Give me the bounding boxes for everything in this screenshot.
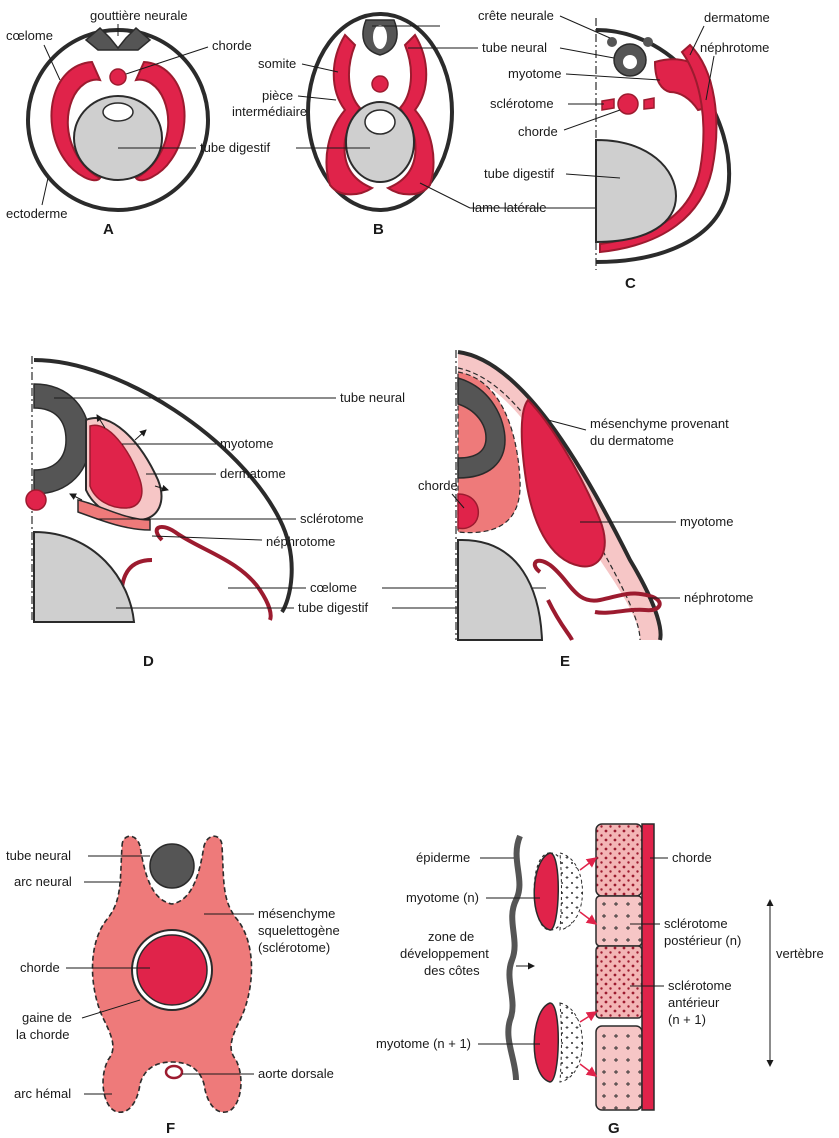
label-tube-digestif-d: tube digestif: [298, 600, 368, 615]
label-myotome-n: myotome (n): [406, 890, 479, 905]
label-vertebre: vertèbre: [776, 946, 824, 961]
panel-letter-e: E: [560, 653, 570, 670]
label-chorde-g: chorde: [672, 850, 712, 865]
label-sclero-post-2: postérieur (n): [664, 933, 741, 948]
label-tube-neural-f: tube neural: [6, 848, 71, 863]
neural-crest-right: [643, 37, 653, 47]
label-mesenchyme-e-1: mésenchyme provenant: [590, 416, 729, 431]
label-coelome-a: cœlome: [6, 28, 53, 43]
label-gaine-2: la chorde: [16, 1027, 69, 1042]
notochord-d: [26, 490, 46, 510]
panel-g: épiderme myotome (n) zone de développeme…: [376, 824, 824, 1137]
panel-e: mésenchyme provenant du dermatome chorde…: [382, 350, 753, 670]
label-myotome-n1: myotome (n + 1): [376, 1036, 471, 1051]
label-tube-neural-c: tube neural: [482, 40, 547, 55]
coelom-wall-d: [157, 527, 271, 620]
sclerotome-anterior-n1: [596, 946, 642, 1018]
label-gaine-1: gaine de: [22, 1010, 72, 1025]
sclerotome-stipple-upper: [560, 853, 583, 930]
label-coelome-d: cœlome: [310, 580, 357, 595]
label-epiderme: épiderme: [416, 850, 470, 865]
label-arc-hemal: arc hémal: [14, 1086, 71, 1101]
sclerotome-block-1: [596, 824, 642, 896]
label-sclero-ant-3: (n + 1): [668, 1012, 706, 1027]
label-myotome-e: myotome: [680, 514, 733, 529]
panel-letter-a: A: [103, 221, 114, 238]
neural-crest-left: [607, 37, 617, 47]
label-tube-digestif-c: tube digestif: [484, 166, 554, 181]
label-mesenchyme-e-2: du dermatome: [590, 433, 674, 448]
label-dermatome-c: dermatome: [704, 10, 770, 25]
label-chorde-c: chorde: [518, 124, 558, 139]
epidermis-g: [508, 836, 520, 1080]
label-sclerotome-c: sclérotome: [490, 96, 554, 111]
panel-letter-g: G: [608, 1120, 620, 1137]
panel-letter-f: F: [166, 1120, 175, 1137]
label-tube-digestif-a: tube digestif: [200, 140, 270, 155]
panel-letter-c: C: [625, 275, 636, 292]
label-myotome-d: myotome: [220, 436, 273, 451]
myotome-n1-g: [534, 1003, 558, 1082]
label-sclero-post-1: sclérotome: [664, 916, 728, 931]
label-sclero-ant-2: antérieur: [668, 995, 720, 1010]
label-aorte-dorsale: aorte dorsale: [258, 1066, 334, 1081]
label-piece-2: intermédiaire: [232, 104, 307, 119]
label-piece-1: pièce: [262, 88, 293, 103]
panel-f: tube neural arc neural mésenchyme squele…: [6, 836, 340, 1137]
dorsal-aorta-f: [166, 1066, 182, 1078]
label-myotome-c: myotome: [508, 66, 561, 81]
label-mesenchyme-f-2: squelettogène: [258, 923, 340, 938]
label-mesenchyme-f-1: mésenchyme: [258, 906, 335, 921]
neural-tube-f: [150, 844, 194, 888]
label-chorde-a: chorde: [212, 38, 252, 53]
sclerotome-block-4: [596, 1026, 642, 1110]
label-sclerotome-d: sclérotome: [300, 511, 364, 526]
gut-lumen-shape: [103, 103, 133, 121]
label-nephrotome-e: néphrotome: [684, 590, 753, 605]
label-chorde-e: chorde: [418, 478, 458, 493]
label-nephrotome-c: néphrotome: [700, 40, 769, 55]
panel-d: tube neural myotome dermatome sclérotome…: [26, 356, 405, 670]
label-crete-neurale: crête neurale: [478, 8, 554, 23]
panel-a: gouttière neurale cœlome chorde tube dig…: [6, 8, 270, 238]
label-sclero-ant-1: sclérotome: [668, 978, 732, 993]
notochord-f: [137, 935, 207, 1005]
neural-tube-d: [34, 384, 90, 494]
label-ectoderme: ectoderme: [6, 206, 67, 221]
gut-e: [458, 540, 542, 640]
label-dermatome-d: dermatome: [220, 466, 286, 481]
label-mesenchyme-f-3: (sclérotome): [258, 940, 330, 955]
label-gouttiere-neurale: gouttière neurale: [90, 8, 188, 23]
notochord-c: [618, 94, 638, 114]
label-chorde-f: chorde: [20, 960, 60, 975]
notochord-g: [642, 824, 654, 1110]
label-nephrotome-d: néphrotome: [266, 534, 335, 549]
label-somite: somite: [258, 56, 296, 71]
notochord-b: [372, 76, 388, 92]
notochord-shape: [110, 69, 126, 85]
panel-letter-d: D: [143, 653, 154, 670]
label-zone-1: zone de: [428, 929, 474, 944]
label-tube-neural-d: tube neural: [340, 390, 405, 405]
label-arc-neural: arc neural: [14, 874, 72, 889]
sclerotome-posterior-n: [596, 896, 642, 946]
label-zone-2: développement: [400, 946, 489, 961]
panel-letter-b: B: [373, 221, 384, 238]
myotome-d: [90, 425, 142, 508]
sclerotome-stipple-lower: [560, 1003, 583, 1082]
label-zone-3: des côtes: [424, 963, 480, 978]
